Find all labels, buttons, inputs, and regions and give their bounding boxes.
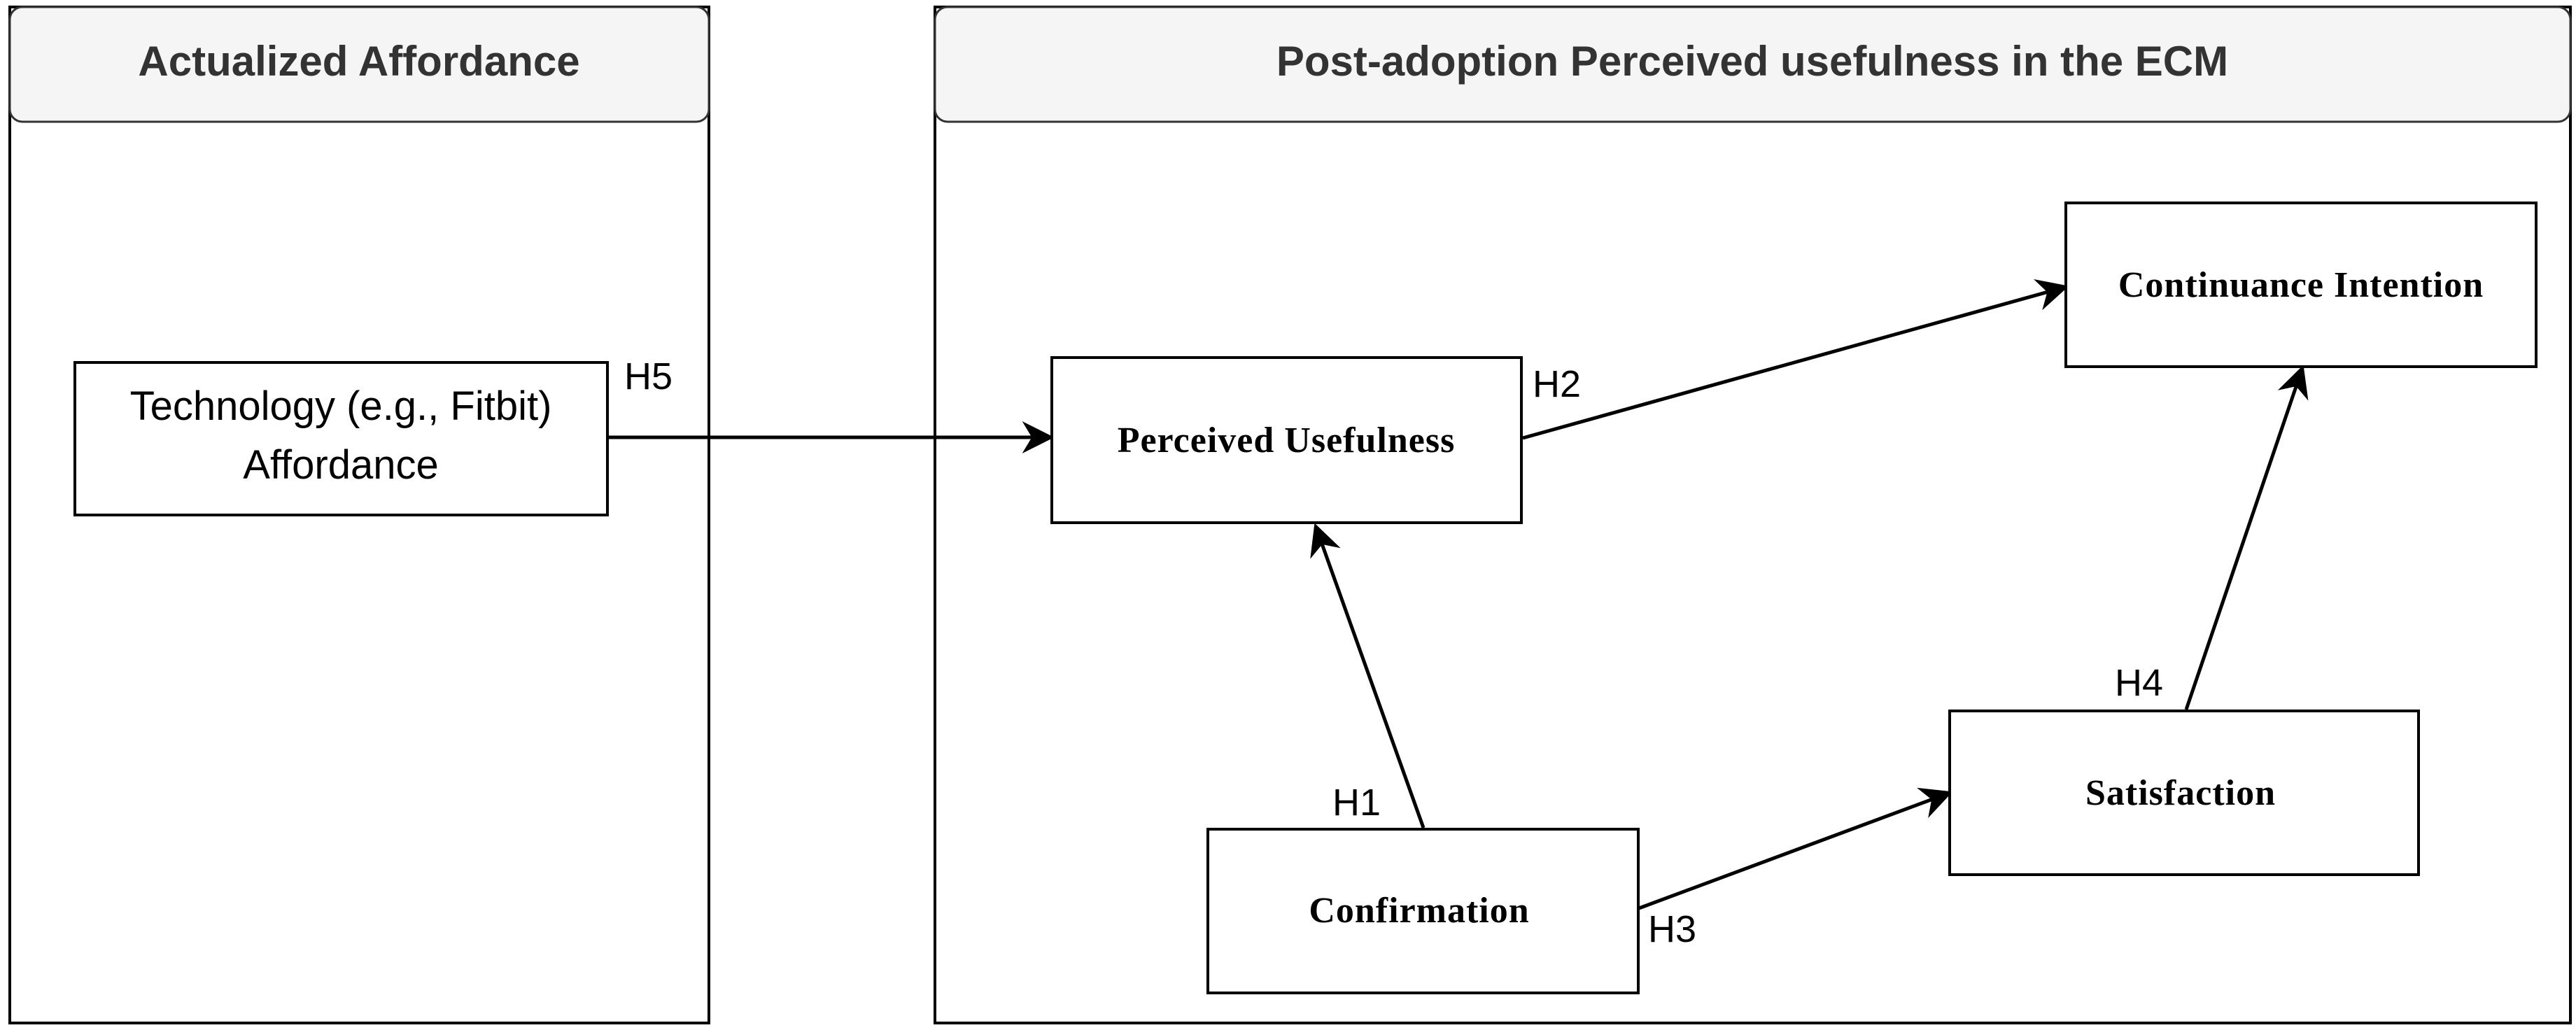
edge-label-h2: H2 xyxy=(1533,363,1581,405)
node-technology-affordance-line1: Technology (e.g., Fitbit) xyxy=(130,383,552,429)
edge-label-h5: H5 xyxy=(624,355,673,397)
panel-actualized-affordance-title: Actualized Affordance xyxy=(138,38,579,85)
node-technology-affordance-line2: Affordance xyxy=(243,442,438,488)
node-technology-affordance-box xyxy=(73,361,609,516)
edge-label-h1: H1 xyxy=(1332,782,1381,824)
edge-label-h4: H4 xyxy=(2115,662,2163,704)
node-satisfaction-label: Satisfaction xyxy=(2085,773,2276,813)
node-satisfaction: Satisfaction xyxy=(1948,710,2420,876)
node-perceived-usefulness: Perceived Usefulness xyxy=(1050,356,1523,524)
edge-label-h3: H3 xyxy=(1648,908,1696,950)
panel-actualized-affordance-header xyxy=(8,6,710,123)
panel-post-adoption-ecm-header xyxy=(934,6,2572,123)
node-continuance-intention: Continuance Intention xyxy=(2064,202,2538,368)
edges xyxy=(607,278,2309,910)
node-continuance-intention-box xyxy=(2064,202,2538,368)
node-confirmation-label: Confirmation xyxy=(1309,891,1529,931)
node-confirmation-box xyxy=(1206,828,1640,994)
edge-h1-arrow xyxy=(1310,523,1426,828)
panel-post-adoption-ecm-title: Post-adoption Perceived usefulness in th… xyxy=(1276,38,2228,85)
edge-h4-arrow xyxy=(2184,365,2309,710)
node-perceived-usefulness-box xyxy=(1050,356,1523,524)
node-continuance-intention-label: Continuance Intention xyxy=(2118,265,2484,305)
edge-labels: H5 H2 H1 H3 H4 xyxy=(624,355,2163,950)
edge-h3-arrow xyxy=(1638,787,1953,910)
node-technology-affordance: Technology (e.g., Fitbit) Affordance xyxy=(73,361,609,516)
node-satisfaction-box xyxy=(1948,710,2420,876)
edge-h2-arrow xyxy=(1522,278,2069,440)
node-confirmation: Confirmation xyxy=(1206,828,1640,994)
node-perceived-usefulness-label: Perceived Usefulness xyxy=(1118,421,1456,460)
